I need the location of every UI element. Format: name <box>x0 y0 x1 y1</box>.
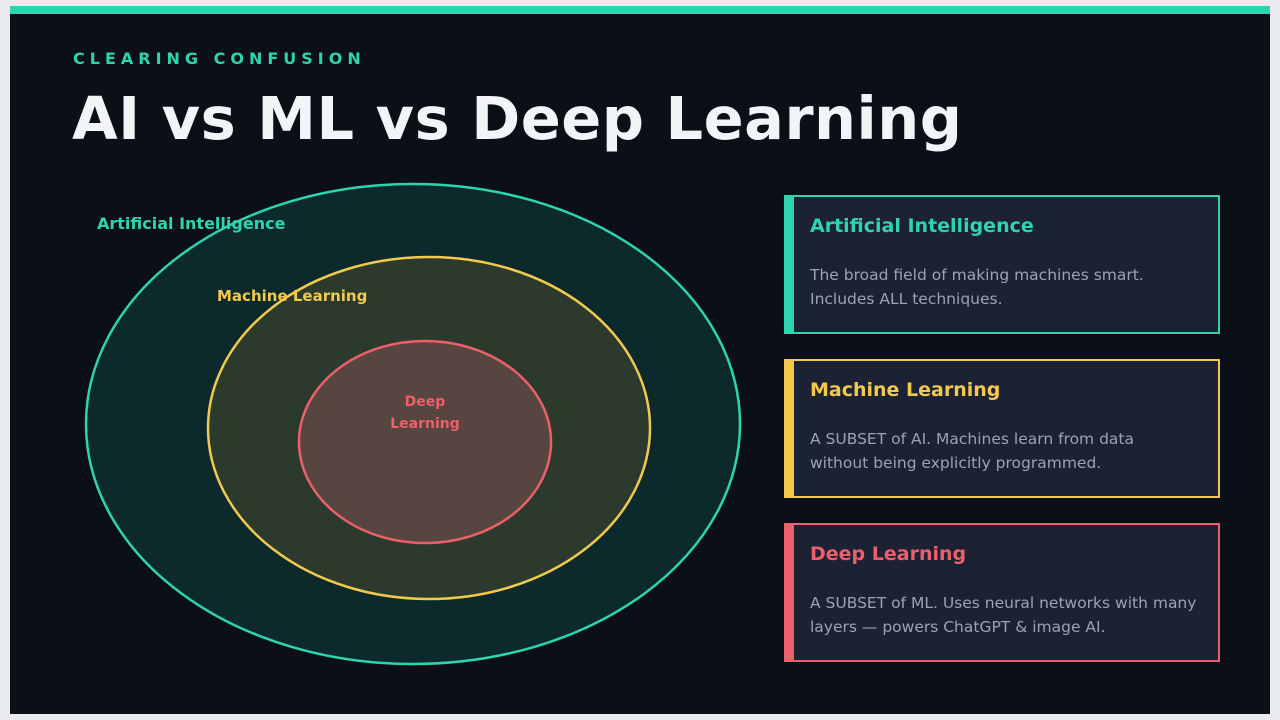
card-description-line: A SUBSET of AI. Machines learn from data <box>810 430 1134 448</box>
top-accent-bar <box>10 6 1270 14</box>
card-description-line: A SUBSET of ML. Uses neural networks wit… <box>810 594 1197 612</box>
dl-ellipse-label-line2: Learning <box>390 416 460 432</box>
dl-ellipse-label-line1: Deep <box>405 394 446 410</box>
ai-ellipse-label: Artificial Intelligence <box>97 214 286 233</box>
card-machine-learning: Machine Learning A SUBSET of AI. Machine… <box>784 359 1220 498</box>
card-description-line: The broad field of making machines smart… <box>810 266 1144 284</box>
card-deep-learning: Deep Learning A SUBSET of ML. Uses neura… <box>784 523 1220 662</box>
slide: CLEARING CONFUSION AI vs ML vs Deep Lear… <box>10 6 1270 714</box>
card-title: Machine Learning <box>810 379 1001 401</box>
dl-ellipse <box>297 339 553 545</box>
card-title: Artificial Intelligence <box>810 215 1034 237</box>
card-artificial-intelligence: Artificial Intelligence The broad field … <box>784 195 1220 334</box>
nested-diagram: Artificial Intelligence Machine Learning… <box>84 182 742 666</box>
card-description-line: without being explicitly programmed. <box>810 454 1102 472</box>
card-description: A SUBSET of AI. Machines learn from data… <box>810 427 1210 475</box>
card-title: Deep Learning <box>810 543 967 565</box>
card-description: A SUBSET of ML. Uses neural networks wit… <box>810 591 1210 639</box>
card-description: The broad field of making machines smart… <box>810 263 1210 311</box>
card-description-line: layers — powers ChatGPT & image AI. <box>810 618 1106 636</box>
card-description-line: Includes ALL techniques. <box>810 290 1003 308</box>
page-title: AI vs ML vs Deep Learning <box>72 84 963 153</box>
ml-ellipse-label: Machine Learning <box>217 287 367 305</box>
eyebrow-label: CLEARING CONFUSION <box>73 49 366 68</box>
